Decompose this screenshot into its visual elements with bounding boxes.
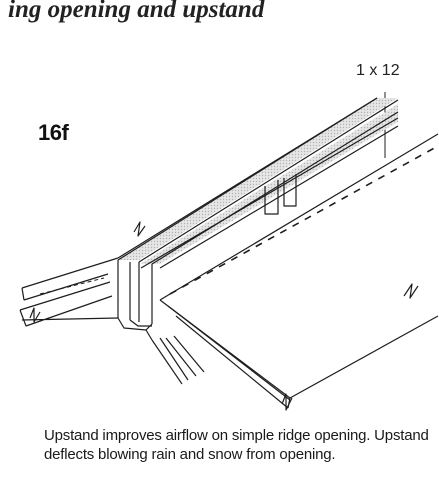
rafter-lines [19,281,119,327]
dashed-nail-line [169,145,439,295]
upstand-inner-edge [140,117,399,269]
lower-left-break-mark [29,307,41,323]
ridge-beam [151,335,205,385]
upper-dashed-edge [39,277,105,295]
upstand-board-right [138,99,399,324]
upstand-top-shading [118,98,398,260]
caption: Upstand improves airflow on simple ridge… [44,427,429,463]
dimension-label: 1 x 12 [356,62,400,79]
upper-roof-plane [21,257,119,301]
upstand-base [117,317,153,341]
upstand-break-mark [133,221,146,237]
upstand-board-left [117,97,378,320]
upstand-inner-shading [140,104,398,264]
lower-right-break-mark [281,393,293,411]
figure-label: 16f [38,120,69,145]
support-post [264,174,297,215]
roof-break-mark [403,283,419,299]
roof-fascia [167,305,291,409]
cropped-heading: ing opening and upstand [8,0,265,23]
